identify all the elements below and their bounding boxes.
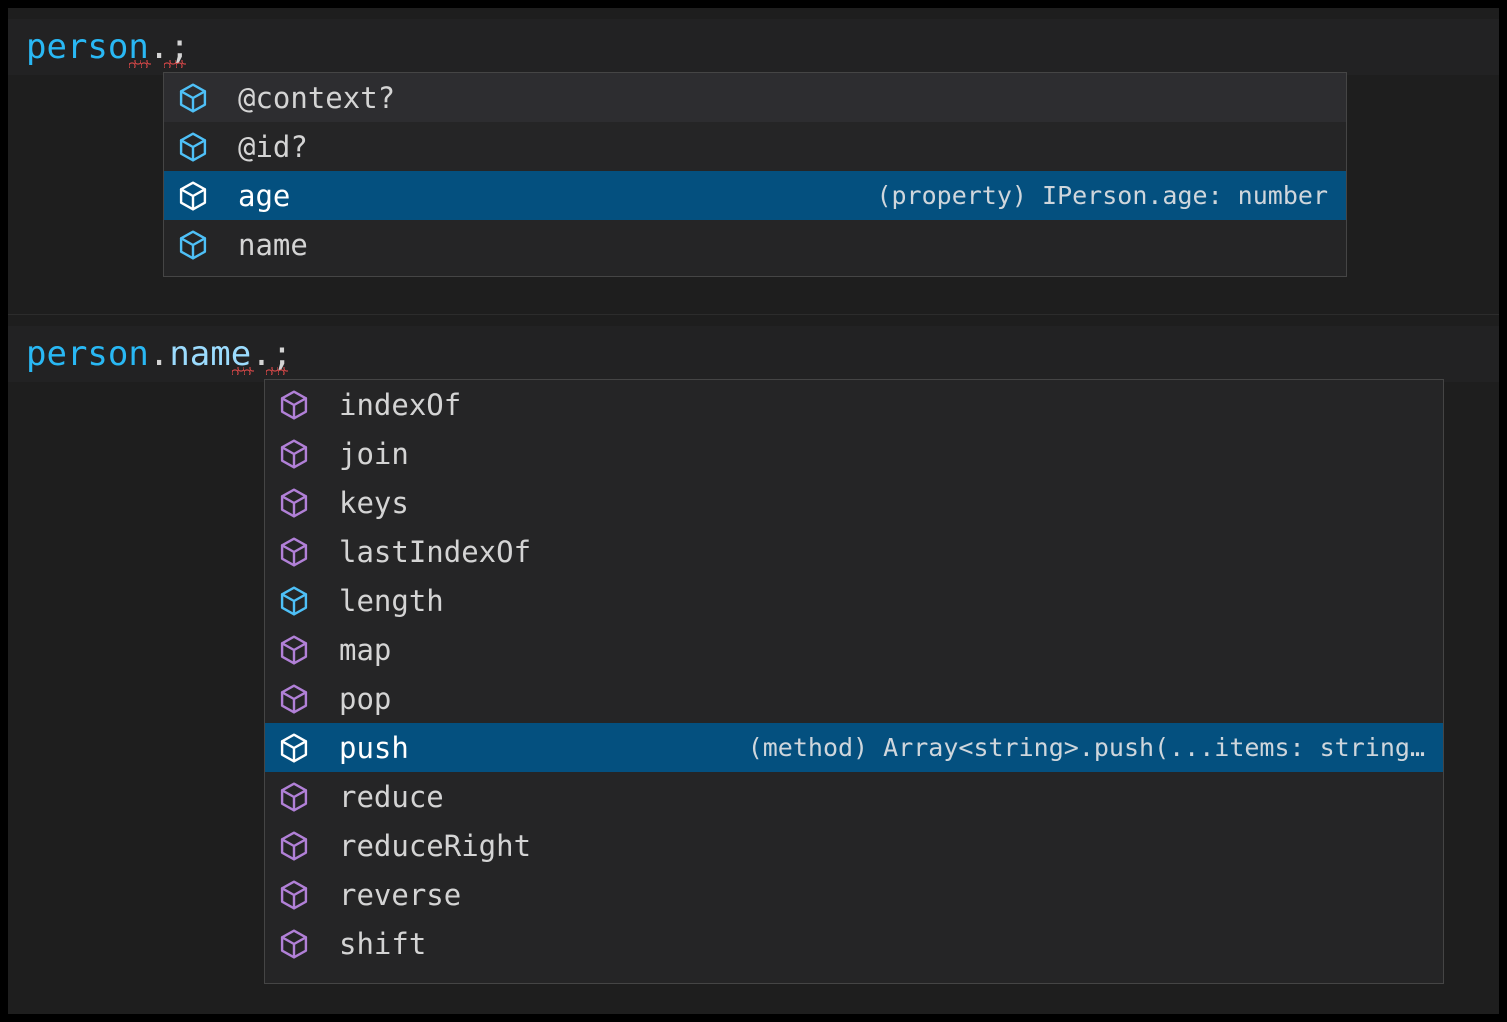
cube-icon — [280, 536, 308, 567]
suggest-item-shift[interactable]: shift — [265, 919, 1443, 968]
code-editor[interactable]: person.; person.name.; @context?@id?age(… — [8, 8, 1499, 1014]
property-cube-icon — [176, 179, 224, 213]
property-cube-icon — [176, 228, 224, 262]
suggest-item-label: reduceRight — [339, 828, 532, 863]
error-squiggle — [266, 367, 288, 375]
property-cube-icon — [176, 81, 224, 115]
suggest-item-name[interactable]: name — [164, 220, 1346, 269]
suggest-item-label: age — [238, 178, 291, 213]
cube-icon — [280, 585, 308, 616]
cube-icon — [280, 928, 308, 959]
error-squiggle — [164, 60, 186, 68]
suggest-item-label: name — [238, 227, 308, 262]
suggest-item-context[interactable]: @context? — [164, 73, 1346, 122]
suggest-item-map[interactable]: map — [265, 625, 1443, 674]
suggest-item-label: reduce — [339, 779, 444, 814]
suggest-item-push[interactable]: push (method) Array<string>.push(...items… — [265, 723, 1443, 772]
cube-icon — [179, 131, 207, 162]
cube-icon — [280, 634, 308, 665]
suggest-widget-person[interactable]: @context? @id? age (property) IPerson.age: … — [163, 72, 1347, 277]
cube-icon — [280, 438, 308, 469]
code-token-dot: . — [251, 334, 272, 374]
suggest-item-lastindexof[interactable]: lastIndexOf — [265, 527, 1443, 576]
method-cube-icon — [277, 682, 325, 716]
method-cube-icon — [277, 927, 325, 961]
cube-icon — [280, 389, 308, 420]
suggest-item-label: pop — [339, 681, 392, 716]
cube-icon — [179, 180, 207, 211]
suggest-item-keys[interactable]: keys — [265, 478, 1443, 527]
suggest-item-join[interactable]: join — [265, 429, 1443, 478]
suggest-item-label: push — [339, 730, 409, 765]
suggest-item-label: lastIndexOf — [339, 534, 532, 569]
code-line-2[interactable]: person.name.; — [8, 326, 1499, 382]
suggest-item-detail: (method) Array<string>.push(...items: st… — [747, 733, 1425, 762]
method-cube-icon — [277, 878, 325, 912]
cube-icon — [280, 732, 308, 763]
suggest-item-reduce[interactable]: reduce — [265, 772, 1443, 821]
suggest-item-detail: (property) IPerson.age: number — [876, 181, 1328, 210]
method-cube-icon — [277, 535, 325, 569]
code-token-semicolon: ; — [271, 334, 293, 374]
suggest-item-label: reverse — [339, 877, 462, 912]
suggest-item-reduceright[interactable]: reduceRight — [265, 821, 1443, 870]
method-cube-icon — [277, 829, 325, 863]
code-token-semicolon: ; — [169, 27, 190, 67]
suggest-item-age[interactable]: age (property) IPerson.age: number — [164, 171, 1346, 220]
cube-icon — [280, 781, 308, 812]
method-cube-icon — [277, 633, 325, 667]
suggest-item-label: length — [339, 583, 444, 618]
error-squiggle — [129, 60, 151, 68]
method-cube-icon — [277, 486, 325, 520]
suggest-item-length[interactable]: length — [265, 576, 1443, 625]
cube-icon — [280, 879, 308, 910]
method-cube-icon — [277, 780, 325, 814]
code-token-dot: . — [148, 334, 170, 374]
suggest-item-reverse[interactable]: reverse — [265, 870, 1443, 919]
method-cube-icon — [277, 388, 325, 422]
code-line-1[interactable]: person.; — [8, 19, 1499, 75]
suggest-item-label: keys — [339, 485, 409, 520]
cube-icon — [280, 487, 308, 518]
suggest-item-label: indexOf — [339, 387, 462, 422]
method-cube-icon — [277, 437, 325, 471]
code-token-variable: person — [26, 27, 149, 67]
code-token-dot: . — [148, 27, 170, 67]
divider — [8, 314, 1499, 315]
property-cube-icon — [176, 130, 224, 164]
suggest-item-label: @context? — [238, 80, 396, 115]
suggest-widget-person-name[interactable]: indexOf join keys lastIndexOf length map pop pu… — [264, 379, 1444, 984]
suggest-item-pop[interactable]: pop — [265, 674, 1443, 723]
suggest-item-label: join — [339, 436, 409, 471]
code-token-variable: person — [26, 334, 149, 374]
cube-icon — [179, 229, 207, 260]
suggest-item-id[interactable]: @id? — [164, 122, 1346, 171]
cube-icon — [280, 830, 308, 861]
method-cube-icon — [277, 731, 325, 765]
cube-icon — [179, 82, 207, 113]
cube-icon — [280, 683, 308, 714]
suggest-item-indexof[interactable]: indexOf — [265, 380, 1443, 429]
suggest-item-label: @id? — [238, 129, 308, 164]
property-cube-icon — [277, 584, 325, 618]
suggest-item-label: map — [339, 632, 392, 667]
error-squiggle — [232, 367, 254, 375]
suggest-item-label: shift — [339, 926, 427, 961]
